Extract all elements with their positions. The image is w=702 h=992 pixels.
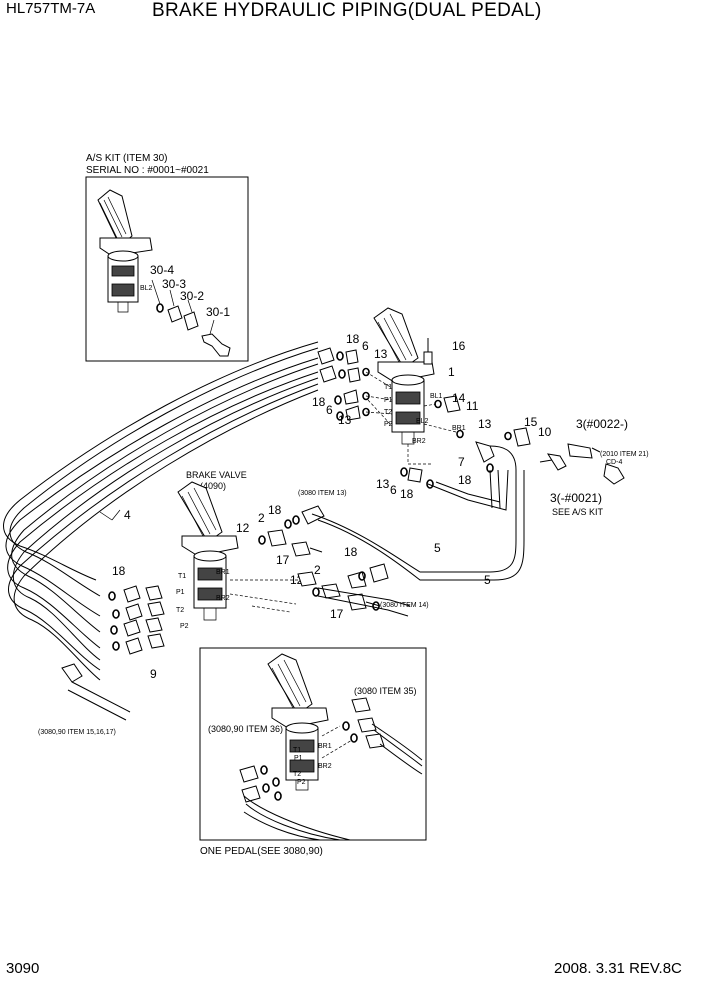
one-pedal-port-br1: BR1: [318, 743, 332, 750]
main-port-t1: T1: [384, 384, 392, 391]
callout-18-left: 18: [112, 564, 126, 578]
one-pedal-frame: [199, 647, 427, 841]
callout-2-upper: 2: [258, 511, 265, 525]
callout-17-upper: 17: [276, 553, 290, 567]
brake-port-br1: BR1: [216, 569, 230, 576]
callout-5-lower: 5: [484, 573, 491, 587]
ref-item-13: (3080 ITEM 13): [298, 490, 347, 497]
one-pedal-port-p2: P2: [297, 779, 306, 786]
callout-30-1: 30-1: [206, 305, 230, 319]
as-kit-inset: A/S KIT (ITEM 30) SERIAL NO : #0001~#002…: [85, 153, 249, 362]
one-pedal-port-p1: P1: [294, 755, 303, 762]
revision-date: 2008. 3.31 REV.8C: [554, 960, 682, 977]
callout-9: 9: [150, 667, 157, 681]
callout-14: 14: [452, 391, 466, 405]
br2-fittings: [400, 467, 434, 489]
callout-7: 7: [458, 455, 465, 469]
callout-18-top: 18: [346, 332, 360, 346]
callout-18-mid: 18: [312, 395, 326, 409]
hydraulic-pipes: [3, 341, 525, 721]
as-kit-serial: SERIAL NO : #0001~#0021: [86, 165, 209, 176]
one-pedal-port-br2: BR2: [318, 763, 332, 770]
callout-4: 4: [124, 508, 131, 522]
as-kit-fittings: [151, 279, 231, 357]
callout-18-right: 18: [458, 473, 472, 487]
callout-16: 16: [452, 339, 466, 353]
left-fitting-cluster: [61, 585, 165, 683]
one-pedal-caption: ONE PEDAL(SEE 3080,90): [200, 846, 323, 857]
sensor-new-ref-cd: CD-4: [606, 459, 622, 466]
ref-item-14: (3080 ITEM 14): [380, 602, 429, 609]
main-port-t2: T2: [384, 409, 392, 416]
callout-1: 1: [448, 365, 455, 379]
as-kit-title: A/S KIT (ITEM 30): [86, 153, 168, 164]
brake-port-p1: P1: [176, 589, 185, 596]
ref-item-36: (3080,90 ITEM 36): [208, 724, 283, 734]
brake-port-t2: T2: [176, 607, 184, 614]
brake-valve-fittings: [258, 505, 389, 611]
callout-13-mid: 13: [338, 413, 352, 427]
one-pedal-port-t1: T1: [293, 747, 301, 754]
as-kit-frame: [85, 176, 249, 362]
brake-port-t1: T1: [178, 573, 186, 580]
br2-leader: [407, 444, 432, 465]
main-brake-valve-icon: [373, 307, 435, 445]
callout-30-4: 30-4: [150, 263, 174, 277]
ref-item-35: (3080 ITEM 35): [354, 686, 417, 696]
main-port-bl1: BL1: [430, 393, 443, 400]
see-as-kit-note: SEE A/S KIT: [552, 507, 604, 517]
callout-18-upper: 18: [268, 503, 282, 517]
callout-18-lower: 18: [344, 545, 358, 559]
main-valve-right-fittings: [423, 395, 625, 485]
main-port-br2: BR2: [412, 438, 426, 445]
one-pedal-inset: T1 P1 T2 P2 BR1 BR2 (3080 ITEM 35) (3080…: [199, 647, 427, 857]
callout-13-right: 13: [478, 417, 492, 431]
main-port-p2: P2: [384, 421, 393, 428]
callout-5-upper: 5: [434, 541, 441, 555]
ref-item-15-16-17: (3080,90 ITEM 15,16,17): [38, 729, 116, 736]
callout-12-upper: 12: [236, 521, 250, 535]
page-title: BRAKE HYDRAULIC PIPING(DUAL PEDAL): [152, 0, 542, 21]
callout-6-mid: 6: [326, 403, 333, 417]
one-pedal-fittings: [239, 697, 423, 841]
callout-17-lower: 17: [330, 607, 344, 621]
brake-valve-label: BRAKE VALVE: [186, 470, 247, 480]
one-pedal-valve-icon: [267, 653, 329, 791]
callout-30-2: 30-2: [180, 289, 204, 303]
callout-18-low: 18: [400, 487, 414, 501]
callout-13-low: 13: [376, 477, 390, 491]
one-pedal-port-t2: T2: [293, 771, 301, 778]
callout-6-top: 6: [362, 339, 369, 353]
callout-10: 10: [538, 425, 552, 439]
callout-15: 15: [524, 415, 538, 429]
as-kit-port-bl2: BL2: [140, 285, 153, 292]
sensor-new-ref-item: (2010 ITEM 21): [600, 451, 649, 458]
as-kit-pedal-icon: [97, 189, 153, 313]
main-port-bl2: BL2: [416, 418, 429, 425]
main-valve-fittings: [317, 347, 393, 427]
sensor-old-label: 3(-#0021): [550, 491, 602, 505]
brake-valve-ref: (4090): [200, 481, 226, 491]
sensor-new-label: 3(#0022-): [576, 417, 628, 431]
main-port-br1: BR1: [452, 425, 466, 432]
page-number: 3090: [6, 960, 40, 977]
callout-2-lower: 2: [314, 563, 321, 577]
callout-11: 11: [466, 399, 479, 413]
callout-6-low: 6: [390, 483, 397, 497]
brake-port-br2: BR2: [216, 595, 230, 602]
model-number: HL757TM-7A: [6, 0, 96, 17]
brake-valve-icon: [177, 481, 239, 621]
callout-30-3: 30-3: [162, 277, 186, 291]
brake-port-p2: P2: [180, 623, 189, 630]
callout-13-top: 13: [374, 347, 388, 361]
main-port-p1: P1: [384, 397, 393, 404]
